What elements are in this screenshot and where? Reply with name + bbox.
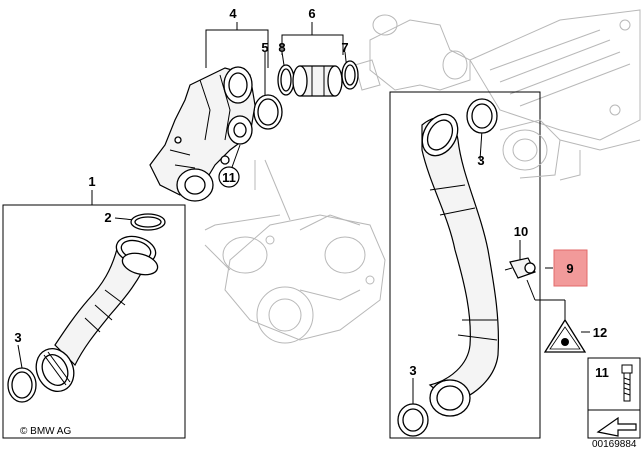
intake-throttle-housing <box>499 119 561 179</box>
drawing-number: 00169884 <box>592 439 637 450</box>
part-8-ring <box>277 64 295 96</box>
part-11-bolt-box <box>587 357 641 411</box>
ghost-guide-lines <box>204 159 291 271</box>
callout-7[interactable]: 7 <box>341 40 348 55</box>
callout-8[interactable]: 8 <box>278 40 285 55</box>
right-charge-hose <box>421 113 500 417</box>
part-7-ring <box>341 60 359 90</box>
callout-3-top-right[interactable]: 3 <box>477 153 484 168</box>
callout-6[interactable]: 6 <box>308 6 315 21</box>
callout-11-top[interactable]: 11 <box>222 170 236 185</box>
part-9-highlight[interactable] <box>553 249 588 287</box>
callout-2[interactable]: 2 <box>104 210 111 225</box>
copyright-text: © BMW AG <box>20 426 71 437</box>
part-1-hose <box>35 235 159 392</box>
turbo-outlet-background <box>354 14 471 91</box>
engine-intake-manifold-background <box>469 9 641 181</box>
part-5-gasket <box>253 94 283 130</box>
callout-12[interactable]: 12 <box>593 325 607 340</box>
callout-11-bottom[interactable]: 11 <box>595 365 609 380</box>
central-intake-pipe <box>149 66 256 202</box>
callout-11-marker-top <box>218 166 240 188</box>
part-3-clamp-left <box>7 367 37 403</box>
drawing-id-arrow-box <box>587 409 641 439</box>
callout-9[interactable]: 9 <box>566 261 573 276</box>
part-12-warning-label <box>543 318 587 353</box>
part-3-clamp-top-right <box>466 98 498 134</box>
part-3-clamp-bottom-right <box>397 403 429 437</box>
callout-1[interactable]: 1 <box>88 174 95 189</box>
callout-4[interactable]: 4 <box>229 6 237 21</box>
callout-5[interactable]: 5 <box>261 40 268 55</box>
callout-3-bottom-right[interactable]: 3 <box>409 363 416 378</box>
bracket-lines <box>2 22 590 439</box>
part-10-sensor <box>504 257 536 279</box>
callout-10[interactable]: 10 <box>514 224 528 239</box>
turbocharger-background <box>222 214 386 344</box>
part-2-ring <box>130 213 166 231</box>
callout-3-left[interactable]: 3 <box>14 330 21 345</box>
part-6-sleeve <box>292 65 343 97</box>
